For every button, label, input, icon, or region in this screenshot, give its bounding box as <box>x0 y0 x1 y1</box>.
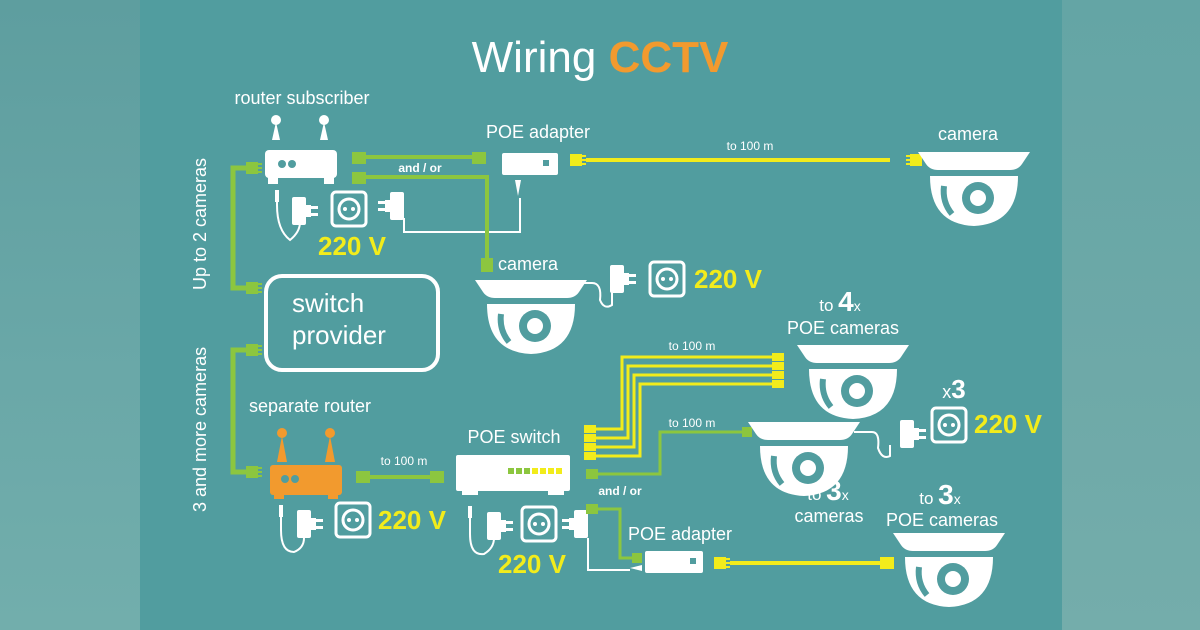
voltage-separate-router: 220 V <box>378 505 447 535</box>
title-cctv: CCTV <box>609 33 729 82</box>
camera-3x-power <box>854 420 926 458</box>
label-camera-middle: camera <box>498 254 559 274</box>
bracket-lower <box>230 344 262 478</box>
background-right <box>1062 0 1200 630</box>
cable-poe-adapter-to-camera <box>714 557 894 569</box>
label-poe-adapter-bottom: POE adapter <box>628 524 732 544</box>
label-poe4-cameras-count: to 4x <box>819 286 861 317</box>
poe4-prefix: to <box>819 296 833 315</box>
cable-bundle-poe-cameras <box>584 353 784 460</box>
socket-icon <box>520 505 558 543</box>
label-bundle-length: to 100 m <box>669 339 716 353</box>
poe-cable-plug <box>772 380 784 388</box>
voltage-poe-switch: 220 V <box>498 549 567 579</box>
label-poe-adapter-top: POE adapter <box>486 122 590 142</box>
label-poe3-count: to 3x <box>919 479 961 510</box>
label-router-subscriber: router subscriber <box>234 88 369 108</box>
poe-switch-icon <box>456 455 570 495</box>
poe-cable-plug <box>772 353 784 361</box>
router-power <box>275 190 318 242</box>
title-wiring: Wiring <box>472 33 597 82</box>
label-and-or-bottom: and / or <box>598 484 642 498</box>
cable-green-to-cameras <box>586 427 752 479</box>
poe-switch-led <box>548 468 554 474</box>
poe3-prefix: to <box>919 489 933 508</box>
poe-switch-led <box>540 468 546 474</box>
poe-cable-plug <box>584 434 596 442</box>
cable-router-to-poe-switch <box>356 471 444 483</box>
separate-router-icon <box>270 428 342 499</box>
voltage-camera-middle: 220 V <box>694 264 763 294</box>
voltage-router-subscriber: 220 V <box>318 231 387 261</box>
label-poe-switch: POE switch <box>467 427 560 447</box>
poe-cable <box>596 382 772 458</box>
adapter-icon <box>562 510 588 538</box>
poe4-suffix: x <box>854 298 861 314</box>
adapter-icon <box>378 192 404 220</box>
label-router-cable-length: to 100 m <box>381 454 428 468</box>
label-camera-top: camera <box>938 124 999 144</box>
cable-poe-to-camera <box>570 154 922 166</box>
poe-switch-leds <box>508 468 562 474</box>
label-poe3-cameras: POE cameras <box>886 510 998 530</box>
label-green-length: to 100 m <box>669 416 716 430</box>
poe-switch-led <box>516 468 522 474</box>
poe-cable-plug <box>772 371 784 379</box>
label-separate-router: separate router <box>249 396 371 416</box>
poe3-count: 3 <box>938 479 954 510</box>
camera-middle-icon <box>475 280 587 354</box>
label-cams3-count: to 3x <box>807 475 849 506</box>
cable-router-poe-adapter <box>352 152 493 272</box>
label-3-and-more-cameras: 3 and more cameras <box>190 347 210 512</box>
diagram-title: Wiring CCTV <box>472 33 729 82</box>
socket-icon <box>330 190 368 228</box>
voltage-cameras: 220 V <box>974 409 1043 439</box>
label-poe4-cameras: POE cameras <box>787 318 899 338</box>
camera-poe4-icon <box>797 345 909 419</box>
label-x3: x3 <box>942 374 965 404</box>
poe-cable <box>596 364 772 440</box>
x3-prefix: x <box>942 382 951 402</box>
switch-provider-box <box>264 274 440 372</box>
poe-switch-power <box>468 506 513 556</box>
poe-switch-led <box>524 468 530 474</box>
socket-icon <box>648 260 686 298</box>
cams3-prefix: to <box>807 485 821 504</box>
label-up-to-2-cameras: Up to 2 cameras <box>190 158 210 290</box>
label-cable-length-top: to 100 m <box>727 139 774 153</box>
bracket-upper <box>230 162 262 294</box>
poe-adapter-top-icon <box>502 153 558 196</box>
poe-cable-plug <box>584 443 596 451</box>
poe-cable <box>596 373 772 449</box>
poe-cable <box>596 355 772 431</box>
camera-middle-power <box>578 265 636 308</box>
poe-switch-led <box>556 468 562 474</box>
poe4-count: 4 <box>838 286 854 317</box>
router-subscriber-icon <box>265 115 337 184</box>
label-cams3: cameras <box>794 506 863 526</box>
camera-top-icon <box>918 152 1030 226</box>
cable-green-to-poe-adapter <box>586 504 642 563</box>
poe-cable-plug <box>584 452 596 460</box>
switch-provider-line2: provider <box>292 320 386 350</box>
poe-switch-led <box>532 468 538 474</box>
separate-router-power <box>279 505 323 554</box>
poe-cable-plug <box>772 362 784 370</box>
camera-3x-icon <box>748 422 860 496</box>
poe-switch-led <box>508 468 514 474</box>
poe3-suffix: x <box>954 491 961 507</box>
cams3-suffix: x <box>842 487 849 503</box>
poe-adapter-bottom-icon <box>630 551 703 573</box>
diagram-panel <box>140 0 1062 630</box>
socket-icon <box>930 406 968 444</box>
background-left <box>0 0 140 630</box>
label-and-or-top: and / or <box>398 161 442 175</box>
camera-poe3-icon <box>893 533 1005 607</box>
poe-cable-plug <box>584 425 596 433</box>
socket-icon <box>334 501 372 539</box>
switch-provider-line1: switch <box>292 288 364 318</box>
cams3-count: 3 <box>826 475 842 506</box>
x3-count: 3 <box>951 374 965 404</box>
